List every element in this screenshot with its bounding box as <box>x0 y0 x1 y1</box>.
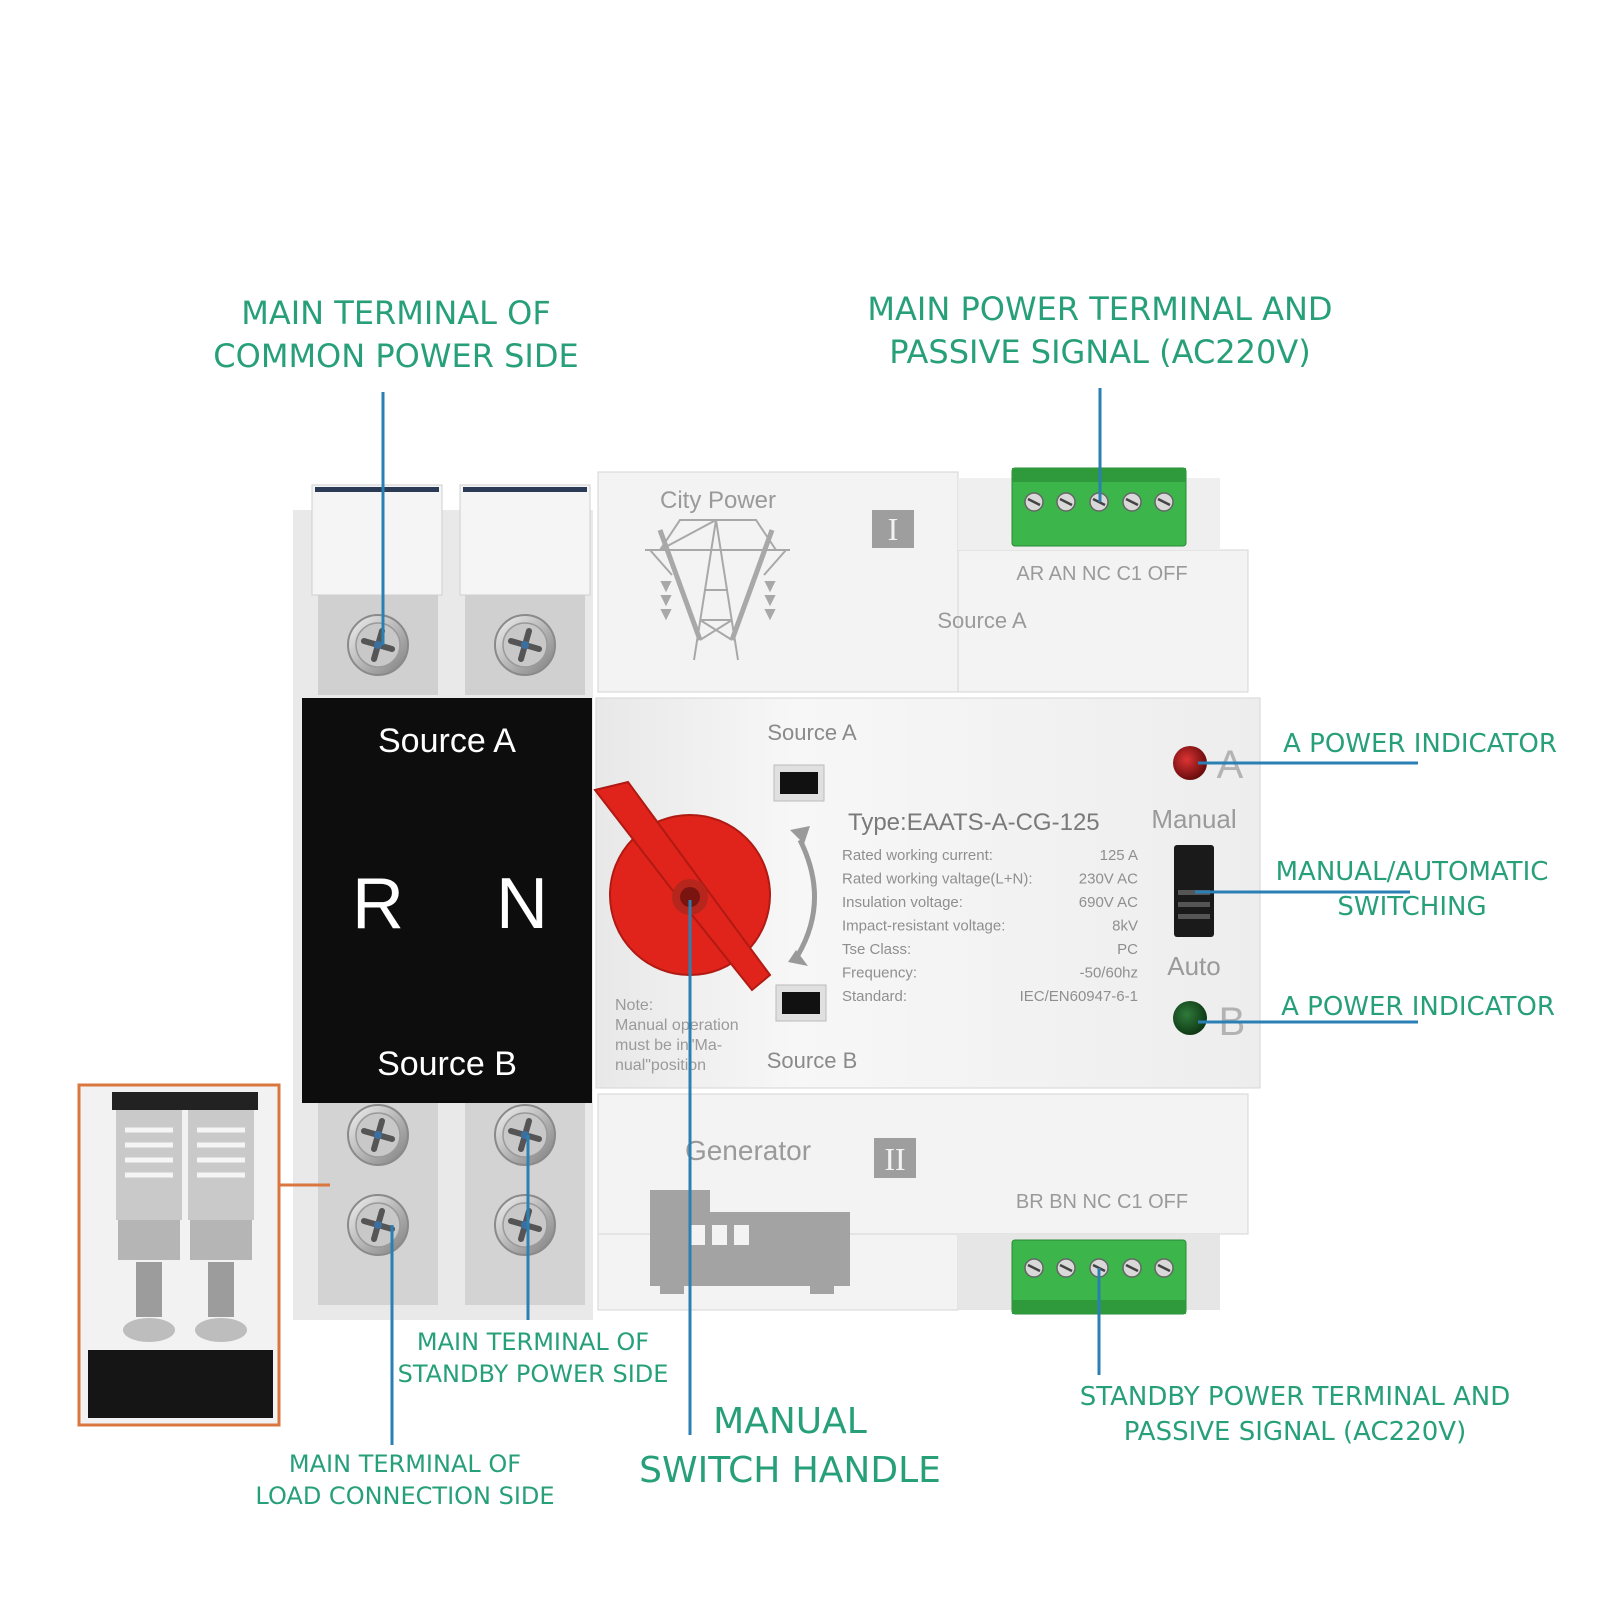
indicator-a-letter: A <box>1217 743 1244 787</box>
note-line-1: Note: <box>615 997 653 1014</box>
spec-value: -50/60hz <box>1080 965 1138 982</box>
auto-label: Auto <box>1167 951 1221 981</box>
neutral-n-label: N <box>496 864 548 944</box>
terminal-screw-icon <box>1153 491 1175 513</box>
note-line-2: Manual operation <box>615 1017 739 1034</box>
phase-label-panel: Source A R N Source B <box>302 698 592 1103</box>
terminal-screw-icon <box>1153 1257 1175 1279</box>
callout-b-power-indicator: A POWER INDICATOR <box>1268 990 1568 1025</box>
leader-lines <box>381 388 1418 1445</box>
top-signal-terminal-block <box>1011 467 1187 547</box>
spec-label: Frequency: <box>842 965 917 982</box>
terminal-screw-icon <box>1023 491 1045 513</box>
screw-icon <box>495 1105 555 1165</box>
terminal-screw-icon <box>1055 1257 1077 1279</box>
screw-icon <box>348 615 408 675</box>
source-b-led-icon <box>1173 1001 1207 1035</box>
screw-icon <box>348 1105 408 1165</box>
callout-main-power-terminal: MAIN POWER TERMINAL AND PASSIVE SIGNAL (… <box>840 288 1360 374</box>
manual-switch-handle[interactable] <box>593 780 772 992</box>
callout-standby-power-signal: STANDBY POWER TERMINAL AND PASSIVE SIGNA… <box>1060 1380 1530 1450</box>
terminal-closeup-inset <box>77 1083 330 1427</box>
callout-standby-power-line-1: STANDBY POWER TERMINAL AND <box>1079 1382 1511 1412</box>
note-line-3: must be in"Ma- <box>615 1037 722 1054</box>
callout-switching-line-1: MANUAL/AUTOMATIC <box>1275 857 1549 887</box>
source-a-led-icon <box>1173 746 1207 780</box>
terminal-screw-icon <box>1121 491 1143 513</box>
screw-icon <box>348 1195 408 1255</box>
city-power-label: City Power <box>660 487 776 514</box>
mid-source-b-label: Source B <box>767 1048 858 1073</box>
callout-main-power-line-1: MAIN POWER TERMINAL AND <box>867 290 1333 328</box>
spec-value: 690V AC <box>1079 894 1138 911</box>
generator-label: Generator <box>685 1135 811 1166</box>
spec-label: Tse Class: <box>842 941 911 958</box>
callout-handle-line-1: MANUAL <box>713 1401 867 1442</box>
callout-handle-line-2: SWITCH HANDLE <box>639 1449 941 1491</box>
panel-source-a-label: Source A <box>378 722 516 760</box>
callout-a-indicator-text: A POWER INDICATOR <box>1283 729 1557 759</box>
power-pylon-icon <box>645 519 790 661</box>
manual-auto-selector-switch[interactable] <box>1174 845 1214 937</box>
callout-standby-power-line-2: PASSIVE SIGNAL (AC220V) <box>1123 1417 1467 1448</box>
rotation-arrow-icon <box>795 838 817 957</box>
mid-source-a-label: Source A <box>767 720 857 745</box>
panel-source-b-label: Source B <box>377 1045 517 1083</box>
screw-icon <box>495 615 555 675</box>
callout-b-indicator-text: A POWER INDICATOR <box>1281 992 1555 1022</box>
callout-standby-terminal-line-2: STANDBY POWER SIDE <box>397 1360 669 1389</box>
spec-label: Impact-resistant voltage: <box>842 918 1005 935</box>
screw-icon <box>495 1195 555 1255</box>
callout-common-power-terminal: MAIN TERMINAL OF COMMON POWER SIDE <box>206 292 586 378</box>
top-source-a-label: Source A <box>937 608 1027 633</box>
roman-numeral-one: I <box>888 511 899 547</box>
bottom-terminal-labels: BR BN NC C1 OFF <box>1016 1191 1188 1213</box>
roman-numeral-two: II <box>884 1141 905 1177</box>
callout-common-power-line-2: COMMON POWER SIDE <box>213 337 579 376</box>
spec-value: 230V AC <box>1079 871 1138 888</box>
spec-label: Insulation voltage: <box>842 894 963 911</box>
spec-label: Rated working current: <box>842 847 993 864</box>
callout-standby-terminal-line-1: MAIN TERMINAL OF <box>416 1328 650 1356</box>
top-terminal-labels: AR AN NC C1 OFF <box>1016 563 1187 585</box>
spec-value: 125 A <box>1100 847 1138 864</box>
callout-main-power-line-2: PASSIVE SIGNAL (AC220V) <box>889 333 1311 372</box>
callout-load-terminal-line-2: LOAD CONNECTION SIDE <box>255 1482 555 1511</box>
terminal-screw-icon <box>1023 1257 1045 1279</box>
terminal-screw-icon <box>1055 491 1077 513</box>
callout-switching-line-2: SWITCHING <box>1337 892 1487 923</box>
note-line-4: nual"position <box>615 1057 706 1074</box>
spec-value: IEC/EN60947-6-1 <box>1020 988 1138 1005</box>
callout-load-terminal-line-1: MAIN TERMINAL OF <box>288 1450 522 1478</box>
terminal-screw-icon <box>1121 1257 1143 1279</box>
callout-common-power-line-1: MAIN TERMINAL OF <box>241 294 551 332</box>
callout-manual-switch-handle: MANUAL SWITCH HANDLE <box>630 1398 950 1495</box>
ats-body: City Power I AR AN NC C1 OFF Source A So… <box>593 467 1261 1315</box>
callout-manual-auto-switching: MANUAL/AUTOMATIC SWITCHING <box>1262 855 1562 925</box>
spec-label: Rated working valtage(L+N): <box>842 871 1033 888</box>
callout-load-connection-terminal: MAIN TERMINAL OF LOAD CONNECTION SIDE <box>250 1448 560 1513</box>
spec-value: PC <box>1117 941 1138 958</box>
callout-a-power-indicator: A POWER INDICATOR <box>1270 727 1570 762</box>
phase-r-label: R <box>352 864 404 944</box>
callout-standby-power-terminal: MAIN TERMINAL OF STANDBY POWER SIDE <box>388 1326 678 1391</box>
spec-label: Standard: <box>842 988 907 1005</box>
type-label: Type:EAATS-A-CG-125 <box>848 809 1100 836</box>
spec-table: Rated working current: 125 A Rated working… <box>842 847 1138 1005</box>
generator-icon <box>650 1190 850 1294</box>
manual-label: Manual <box>1151 804 1236 834</box>
spec-value: 8kV <box>1112 918 1138 935</box>
